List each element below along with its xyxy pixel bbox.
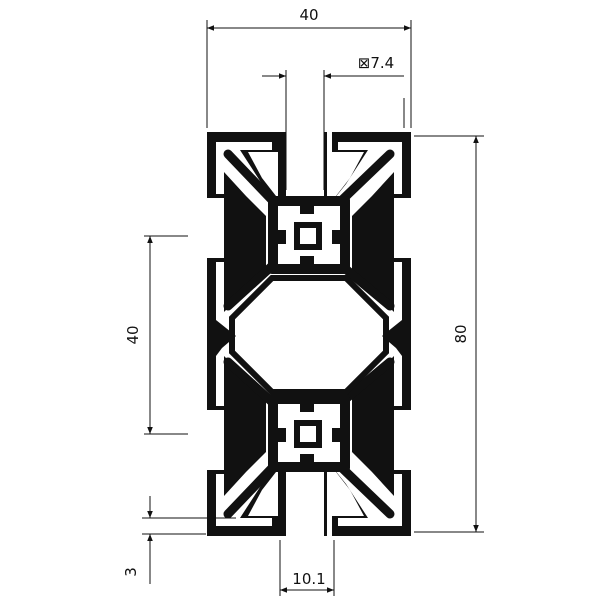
left-side-slot-lower (207, 410, 224, 470)
dim-pitch-left-label: 40 (124, 325, 142, 344)
dim-width-top-label: 40 (299, 6, 318, 24)
bottom-slot-opening (286, 472, 324, 536)
top-t-slot-chamber (216, 142, 402, 526)
dim-wall-thickness-label: 3 (122, 567, 140, 577)
dim-height-right-label: 80 (452, 324, 470, 343)
profile-webs (223, 149, 395, 519)
dim-wall-thickness (142, 496, 236, 584)
right-side-slot-lower (394, 410, 411, 470)
dim-slot-square-label: ⊠7.4 (358, 54, 394, 72)
dim-width-top (206, 20, 412, 128)
dim-slot-opening (279, 540, 335, 596)
dim-slot-opening-label: 10.1 (292, 570, 325, 588)
dim-slot-square (262, 70, 404, 190)
center-hollow (229, 275, 389, 395)
profile-body (207, 132, 411, 536)
left-side-slot-upper (207, 198, 224, 258)
upper-core (268, 196, 350, 274)
right-side-slot-upper (394, 198, 411, 258)
top-slot-opening (286, 132, 324, 196)
lower-core (268, 394, 350, 472)
dim-pitch-left (144, 235, 188, 435)
dim-height-right (414, 135, 484, 533)
